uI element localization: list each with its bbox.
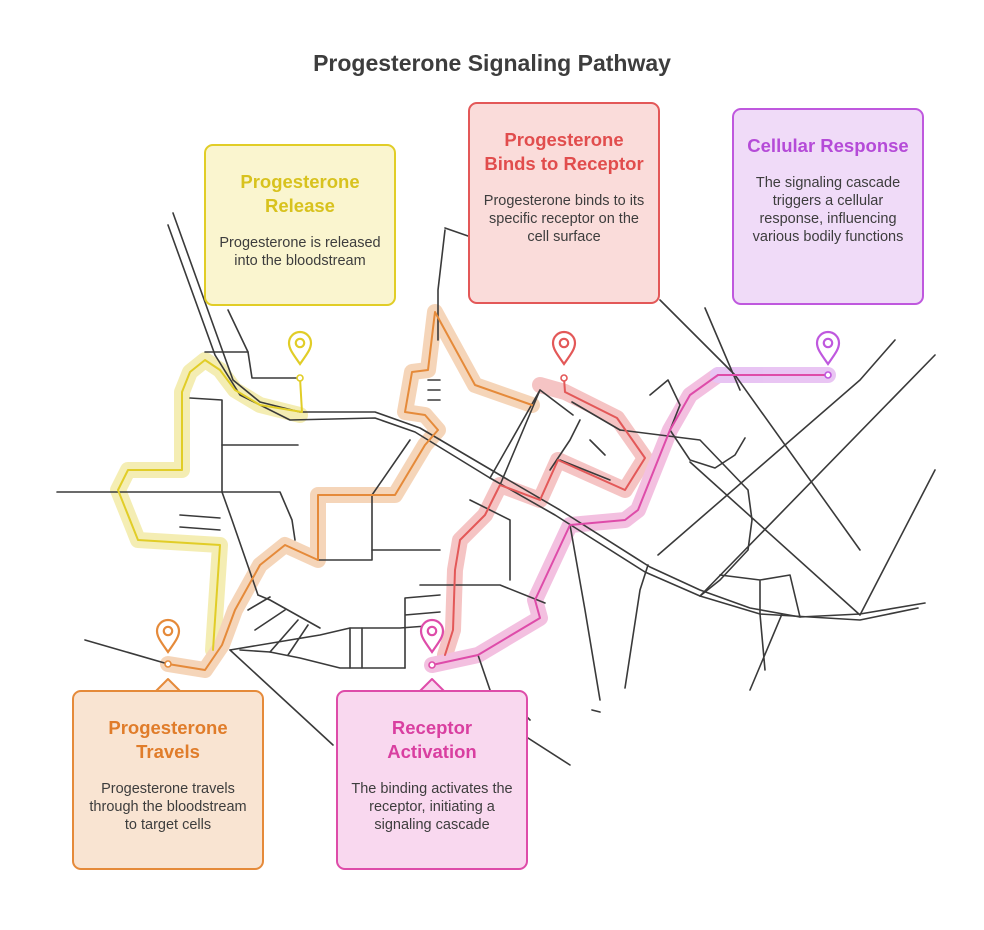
callout-heading: Progesterone Binds to Receptor bbox=[484, 129, 644, 174]
release-route-halo bbox=[110, 352, 308, 658]
callout-cellular-response: Cellular Response The signaling cascade … bbox=[732, 108, 924, 305]
diagram-title: Progesterone Signaling Pathway bbox=[313, 50, 671, 76]
receptor-endpoint bbox=[428, 661, 436, 669]
callout-body: Progesterone binds to its specific recep… bbox=[483, 193, 645, 245]
map-pin-icon bbox=[815, 330, 841, 366]
travels-pointer bbox=[155, 678, 181, 692]
callout-progesterone-release: Progesterone Release Progesterone is rel… bbox=[204, 144, 396, 306]
travels-route bbox=[167, 311, 533, 671]
callout-heading: Progesterone Travels bbox=[108, 717, 228, 762]
callout-body: Progesterone travels through the bloodst… bbox=[89, 781, 247, 833]
callout-heading: Receptor Activation bbox=[387, 717, 477, 762]
callout-progesterone-travels: Progesterone Travels Progesterone travel… bbox=[72, 690, 264, 870]
release-route bbox=[117, 359, 303, 651]
map-pin-icon bbox=[287, 330, 313, 366]
callout-progesterone-binds: Progesterone Binds to Receptor Progester… bbox=[468, 102, 660, 304]
travels-endpoint bbox=[164, 660, 172, 668]
callout-body: The binding activates the receptor, init… bbox=[351, 781, 513, 833]
binds-route bbox=[444, 377, 646, 656]
cellular-endpoint bbox=[824, 371, 832, 379]
map-pin-icon bbox=[155, 618, 181, 654]
receptor-pointer bbox=[419, 678, 445, 692]
routes bbox=[117, 311, 829, 671]
callout-pointers bbox=[155, 678, 445, 692]
release-endpoint bbox=[296, 374, 304, 382]
receptor-route bbox=[431, 374, 719, 666]
callout-body: Progesterone is released into the bloods… bbox=[219, 235, 381, 269]
map-pin-icon bbox=[419, 618, 445, 654]
callout-heading: Progesterone Release bbox=[240, 171, 360, 216]
callout-body: The signaling cascade triggers a cellula… bbox=[752, 175, 904, 245]
route-endpoints bbox=[164, 371, 832, 669]
callout-receptor-activation: Receptor Activation The binding activate… bbox=[336, 690, 528, 870]
binds-endpoint bbox=[560, 374, 568, 382]
map-pin-icon bbox=[551, 330, 577, 366]
callout-heading: Cellular Response bbox=[747, 135, 909, 156]
